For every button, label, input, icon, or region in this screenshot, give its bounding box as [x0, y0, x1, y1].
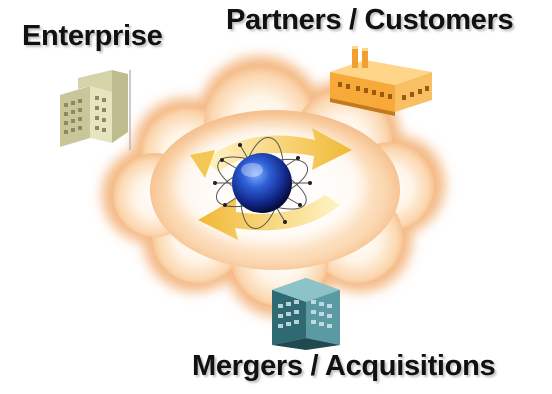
factory-building-icon: [330, 46, 432, 116]
partners-customers-label: Partners / Customers: [226, 4, 514, 36]
data-center-building-icon: [272, 278, 340, 350]
enterprise-label: Enterprise: [22, 20, 163, 52]
office-building-icon: [60, 70, 131, 150]
mergers-acquisitions-label: Mergers / Acquisitions: [192, 350, 496, 382]
globe-network-icon: [213, 137, 312, 229]
